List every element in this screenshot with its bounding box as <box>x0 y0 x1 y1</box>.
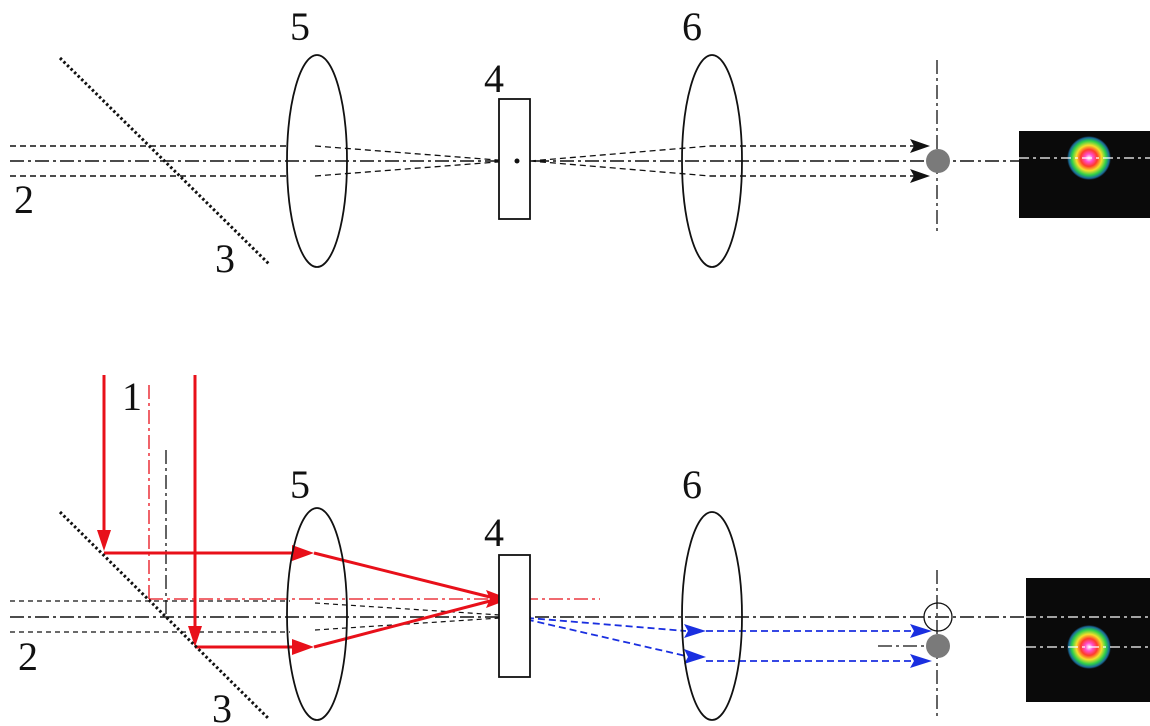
bottom-label-beam-1: 1 <box>122 374 142 419</box>
bottom-focus-ray-black-upper <box>314 602 501 616</box>
bottom-pump-ray-1-arrowhead-right <box>292 545 314 561</box>
bottom-label-lens-5: 5 <box>290 462 310 507</box>
bottom-label-mirror-3: 3 <box>212 686 232 726</box>
bottom-pump-ray-2-arrowhead-right <box>292 639 314 655</box>
bottom-label-beam-2: 2 <box>18 634 38 679</box>
bottom-lens-5 <box>286 507 348 721</box>
top-diverge-ray-lower <box>529 160 711 177</box>
top-output-arrowhead-lower <box>910 169 930 183</box>
bottom-pump-focus-arrowhead <box>486 590 510 608</box>
bottom-signal-ray-upper-diverge <box>515 616 687 632</box>
top-label-crystal-4: 4 <box>484 56 504 101</box>
top-lens-5 <box>286 54 348 268</box>
bottom-detector-spot <box>926 634 950 658</box>
top-panel: 5 4 6 2 3 <box>10 4 1150 281</box>
bottom-signal-arrowhead-lower <box>910 654 932 668</box>
top-focus-ray-lower <box>314 160 511 177</box>
bottom-crystal-4 <box>498 554 531 678</box>
bottom-pump-ray-2-arrowhead <box>188 626 202 647</box>
bottom-pump-ray-1-focus <box>313 551 491 599</box>
bottom-pump-ray-1-arrowhead <box>97 530 111 551</box>
top-focal-point <box>514 158 520 164</box>
top-focus-ray-upper <box>314 145 511 162</box>
top-output-arrowhead-upper <box>910 139 930 153</box>
top-lens-6 <box>681 54 743 268</box>
top-diverge-ray-upper <box>529 145 711 162</box>
top-crystal-4 <box>498 98 531 220</box>
top-detector-spot <box>926 149 950 173</box>
top-label-beam-2: 2 <box>14 177 34 222</box>
bottom-signal-arrowhead-upper <box>910 624 932 638</box>
bottom-mirror-3 <box>58 510 270 720</box>
bottom-signal-arrowhead-lens-lower <box>684 649 706 664</box>
bottom-lens-6 <box>681 511 743 721</box>
bottom-signal-arrowhead-lens-upper <box>684 624 706 638</box>
top-mirror-3 <box>58 56 272 267</box>
top-label-mirror-3: 3 <box>215 236 235 281</box>
bottom-panel: 1 5 4 6 2 3 <box>10 374 1150 726</box>
top-label-lens-6: 6 <box>682 4 702 49</box>
bottom-label-lens-6: 6 <box>682 462 702 507</box>
top-label-lens-5: 5 <box>290 4 310 49</box>
bottom-pump-ray-2-focus <box>313 599 491 649</box>
bottom-signal-ray-lower-diverge <box>515 616 687 657</box>
bottom-detector-reference-circle <box>923 602 953 632</box>
bottom-label-crystal-4: 4 <box>484 510 504 555</box>
